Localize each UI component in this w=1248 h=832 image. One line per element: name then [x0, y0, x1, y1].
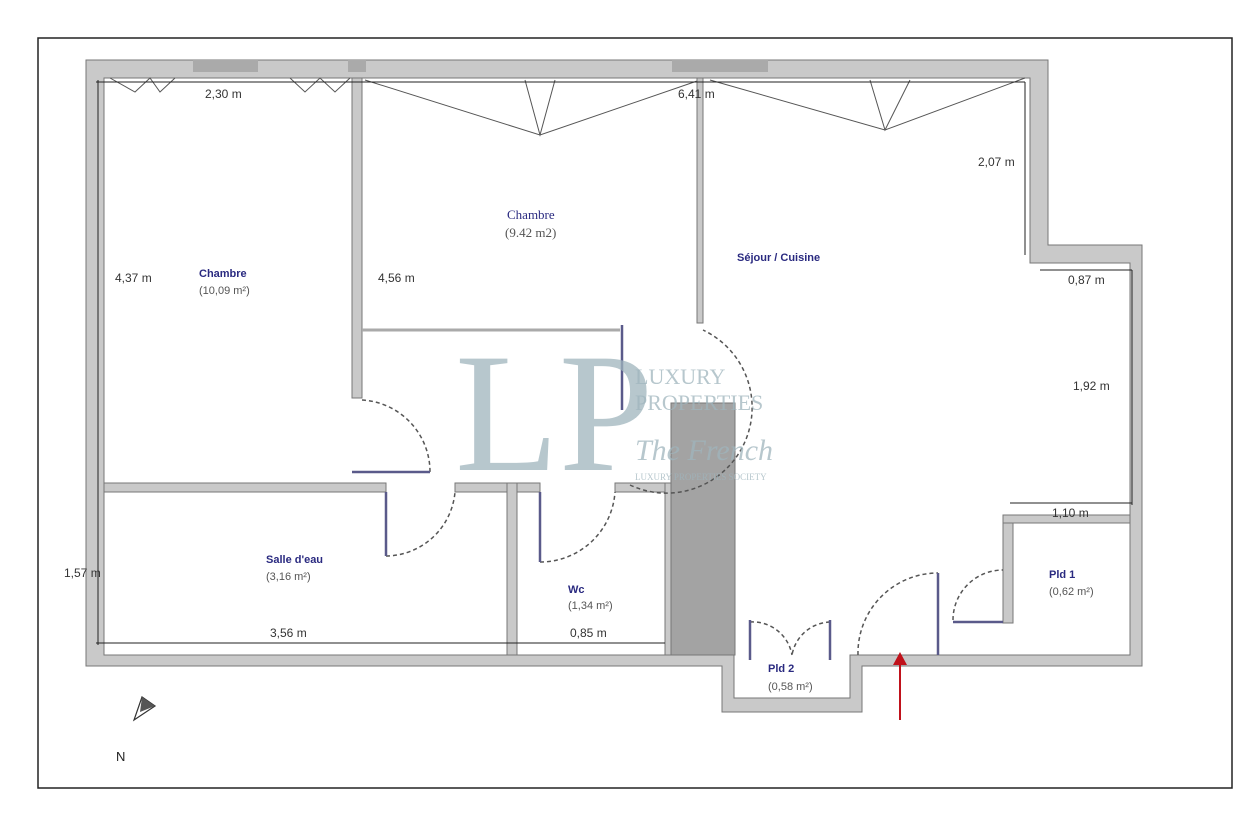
room-chambre2-area: (9.42 m2) [505, 225, 556, 240]
room-chambre2-name: Chambre [507, 207, 555, 222]
room-salle-eau-area: (3,16 m²) [266, 571, 311, 583]
dim-wc-width: 0,85 m [570, 626, 607, 640]
windows [109, 77, 1026, 137]
svg-text:PROPERTIES: PROPERTIES [635, 390, 763, 415]
room-pld1-area: (0,62 m²) [1049, 586, 1094, 598]
room-salle-eau-name: Salle d'eau [266, 554, 323, 566]
dim-pld1-width: 1,10 m [1052, 506, 1089, 520]
technical-shaft [670, 402, 736, 656]
room-sejour-name: Séjour / Cuisine [737, 252, 820, 264]
room-wc-name: Wc [568, 584, 585, 596]
svg-text:LP: LP [455, 319, 653, 507]
entry-arrow-icon [893, 652, 907, 720]
svg-text:LUXURY PROPERTIES SOCIETY: LUXURY PROPERTIES SOCIETY [635, 472, 767, 482]
dim-chambre1-height: 4,37 m [115, 271, 152, 285]
window-sill [193, 60, 258, 72]
window-sill [348, 60, 366, 72]
room-pld1-name: Pld 1 [1049, 569, 1075, 581]
dim-chambre2-height: 4,56 m [378, 271, 415, 285]
dim-right-top: 2,07 m [978, 155, 1015, 169]
north-arrow-icon [132, 696, 157, 722]
room-chambre1-area: (10,09 m²) [199, 285, 250, 297]
dim-left-bottom: 1,57 m [64, 566, 101, 580]
dim-top-left: 2,30 m [205, 87, 242, 101]
compass-label: N [116, 749, 125, 764]
room-pld2-name: Pld 2 [768, 663, 794, 675]
room-wc-area: (1,34 m²) [568, 600, 613, 612]
dim-right-mid: 1,92 m [1073, 379, 1110, 393]
dimension-lines [96, 80, 1133, 645]
svg-text:The French: The French [635, 434, 773, 467]
interior-walls [103, 77, 1131, 656]
room-chambre1-name: Chambre [199, 268, 247, 280]
room-pld2-area: (0,58 m²) [768, 681, 813, 693]
doors [352, 325, 1004, 660]
exterior-walls [85, 59, 1143, 713]
window-sill [672, 60, 768, 72]
svg-text:LUXURY: LUXURY [635, 364, 726, 389]
dim-right-step: 0,87 m [1068, 273, 1105, 287]
dim-top-right: 6,41 m [678, 87, 715, 101]
dim-salle-eau-width: 3,56 m [270, 626, 307, 640]
watermark: LP LUXURY PROPERTIES The French LUXURY P… [455, 319, 773, 507]
